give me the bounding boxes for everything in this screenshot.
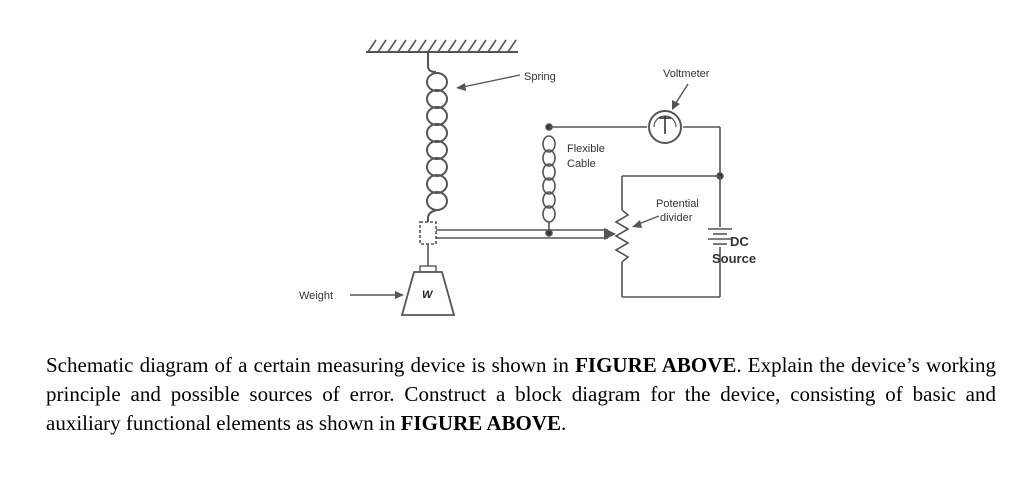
figure-reference-1: FIGURE ABOVE [575, 353, 737, 377]
spring-label: Spring [524, 71, 556, 83]
question-text: Schematic diagram of a certain measuring… [46, 351, 996, 438]
dc-source [708, 228, 732, 245]
potential-divider-circuit [614, 175, 721, 298]
voltmeter-label: Voltmeter [663, 68, 710, 80]
weight-label-group: Weight [299, 290, 404, 302]
flexible-cable [542, 123, 556, 237]
spring-label-group: Spring [456, 71, 556, 91]
figure-reference-2: FIGURE ABOVE [400, 411, 562, 435]
weight: W [400, 265, 456, 316]
spring [426, 52, 448, 222]
dc-source-label: DC Source [712, 234, 756, 266]
voltmeter-label-group: Voltmeter [663, 68, 710, 110]
svg-text:divider: divider [660, 212, 693, 224]
question-part-2: . Explain the device’s working principle… [46, 353, 996, 435]
svg-text:DC: DC [730, 234, 749, 249]
svg-text:Source: Source [712, 251, 756, 266]
measuring-device-schematic: Spring W Weight Flexible Cable [299, 39, 756, 316]
question-part-1: Schematic diagram of a certain measuring… [46, 353, 576, 377]
svg-text:Flexible: Flexible [567, 143, 605, 155]
svg-text:Cable: Cable [567, 158, 596, 170]
ceiling-support [366, 39, 518, 53]
question-part-3: . [561, 411, 567, 435]
voltmeter [648, 110, 682, 144]
weight-symbol: W [422, 289, 434, 301]
slider-block [419, 221, 437, 245]
wiper-arrow [604, 228, 616, 240]
connecting-rod [436, 229, 608, 239]
potential-divider-label-group: Potential divider [632, 198, 699, 228]
flexible-cable-label: Flexible Cable [567, 143, 605, 170]
svg-text:Potential: Potential [656, 198, 699, 210]
weight-label: Weight [299, 290, 333, 302]
